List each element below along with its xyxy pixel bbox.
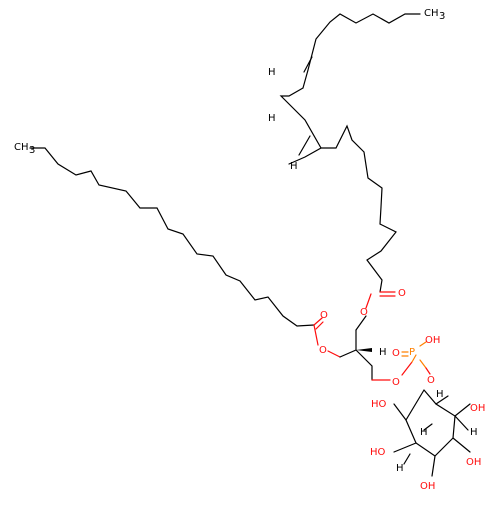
oxygen-label: O <box>392 377 400 388</box>
ch3-left-label: CH <box>14 142 29 153</box>
h-label: H <box>268 113 276 124</box>
ch3-top-subscript: 3 <box>439 11 445 22</box>
h-label: H <box>379 347 387 358</box>
h-label: H <box>436 389 444 400</box>
hydroxyl-label: OH <box>420 481 435 492</box>
oxygen-label: O <box>392 348 400 359</box>
atom-labels: CH 3 CH 3 H H H H H H H H O O O O O O O … <box>14 8 485 492</box>
linoleoyl-chain <box>279 13 421 331</box>
h-label: H <box>268 67 276 78</box>
oxygen-label: O <box>360 307 368 318</box>
ch3-top-label: CH <box>424 8 439 19</box>
h-label: H <box>420 427 428 438</box>
palmitoyl-chain <box>29 147 341 358</box>
oxygen-label: O <box>427 375 435 386</box>
hydroxyl-label: OH <box>425 335 440 346</box>
oxygen-label: O <box>319 345 327 356</box>
oxygen-label: O <box>398 288 406 299</box>
h-label: H <box>470 427 478 438</box>
h-label: H <box>290 161 298 172</box>
h-label: H <box>396 463 404 474</box>
glycerol-backbone <box>339 329 391 381</box>
inositol-ring <box>393 389 471 477</box>
phosphorus-label: P <box>409 347 415 358</box>
ch3-left-subscript: 3 <box>29 145 35 156</box>
hydroxyl-label: HO <box>370 447 386 458</box>
hydroxyl-label: OH <box>470 403 485 414</box>
phosphate-group <box>401 341 431 376</box>
hydroxyl-label: OH <box>466 457 481 468</box>
oxygen-label: O <box>320 310 328 321</box>
hydroxyl-label: HO <box>371 399 387 410</box>
